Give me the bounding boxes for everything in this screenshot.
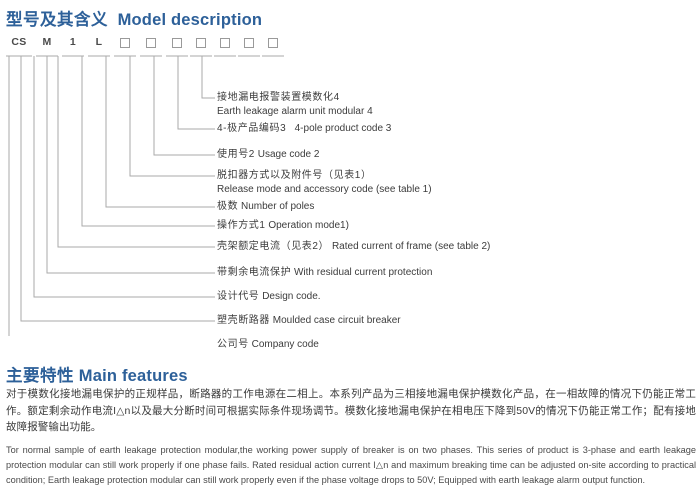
leader-path-2 — [153, 56, 215, 156]
code-label-4-pole-product-code: 4-极产品编码3 4-pole product code 3 — [217, 122, 391, 136]
code-label-operation-mode: 操作方式1 Operation mode1) — [217, 219, 349, 233]
code-box-4 — [196, 38, 206, 48]
model-description-heading-cn: 型号及其含义 — [6, 11, 108, 29]
code-token-l: L — [95, 36, 103, 48]
code-label-9-en: Moulded case circuit breaker — [272, 315, 401, 326]
code-label-usage-code: 使用号2 Usage code 2 — [217, 148, 319, 162]
code-label-10-cn: 公司号 — [217, 339, 249, 350]
code-label-rated-current-of-frame: 壳架额定电流（见表2） Rated current of frame (see … — [217, 240, 490, 254]
main-features-heading: 主要特性 Main features — [6, 362, 188, 386]
code-label-3-en: Release mode and accessory code (see tab… — [217, 183, 432, 195]
code-label-company-code: 公司号 Company code — [217, 338, 319, 352]
code-box-7 — [268, 38, 278, 48]
main-features-heading-en: Main features — [78, 367, 188, 385]
leader-path-8 — [33, 56, 215, 298]
code-box-1 — [120, 38, 130, 48]
code-token-m: M — [42, 36, 52, 48]
code-label-earth-leakage-alarm-unit: 接地漏电报警装置模数化4 Earth leakage alarm unit mo… — [217, 91, 373, 118]
code-box-6 — [244, 38, 254, 48]
code-label-number-of-poles: 极数 Number of poles — [217, 200, 314, 214]
code-label-residual-current-protection: 带剩余电流保护 With residual current protection — [217, 266, 432, 280]
code-label-0-en: Earth leakage alarm unit modular 4 — [217, 105, 373, 117]
code-label-7-en: With residual current protection — [293, 267, 433, 278]
code-label-moulded-case-circuit-breaker: 塑壳断路器 Moulded case circuit breaker — [217, 314, 401, 328]
code-label-1-en: 4-pole product code 3 — [294, 123, 392, 134]
code-label-4-en: Number of poles — [240, 201, 315, 212]
model-code-diagram: CS M 1 L 接地漏电报警装置模数化4 Earth leakage alar… — [0, 36, 700, 350]
leader-path-0 — [201, 56, 215, 99]
code-label-2-cn: 使用号2 — [217, 149, 255, 160]
main-features-paragraph-cn: 对于模数化接地漏电保护的正规样品，断路器的工作电源在二相上。本系列产品为三相接地… — [6, 388, 696, 433]
code-token-cs: CS — [11, 36, 27, 48]
code-box-5 — [220, 38, 230, 48]
code-label-1-cn: 4-极产品编码3 — [217, 123, 287, 134]
leader-path-7 — [46, 56, 215, 274]
code-label-5-cn: 操作方式1 — [217, 220, 266, 231]
main-features-paragraph-en: Tor normal sample of earth leakage prote… — [6, 445, 696, 485]
code-label-8-en: Design code. — [262, 291, 321, 302]
leader-path-4 — [105, 56, 215, 208]
leader-path-6 — [57, 56, 215, 248]
main-features-heading-cn: 主要特性 — [6, 367, 74, 385]
code-label-3-cn: 脱扣器方式以及附件号（见表1） — [217, 170, 372, 181]
leader-lines-group — [6, 55, 284, 336]
code-label-6-cn: 壳架额定电流（见表2） — [217, 241, 330, 252]
leader-path-9 — [20, 56, 215, 322]
model-description-heading-en: Model description — [117, 11, 263, 29]
code-label-0-cn: 接地漏电报警装置模数化4 — [217, 92, 340, 103]
code-label-6-en: Rated current of frame (see table 2) — [331, 241, 491, 252]
code-label-9-cn: 塑壳断路器 — [217, 315, 270, 326]
leader-path-1 — [177, 56, 215, 130]
leader-path-5 — [81, 56, 215, 227]
code-label-5-en: Operation mode1) — [268, 220, 349, 231]
code-box-2 — [146, 38, 156, 48]
leader-path-3 — [129, 56, 215, 177]
code-token-1: 1 — [69, 36, 77, 48]
code-label-7-cn: 带剩余电流保护 — [217, 267, 292, 278]
code-label-4-cn: 极数 — [217, 201, 239, 212]
model-description-heading: 型号及其含义 Model description — [6, 6, 262, 30]
code-box-3 — [172, 38, 182, 48]
code-label-2-en: Usage code 2 — [257, 149, 320, 160]
code-label-8-cn: 设计代号 — [217, 291, 260, 302]
code-label-design-code: 设计代号 Design code. — [217, 290, 321, 304]
code-label-10-en: Company code — [251, 339, 319, 350]
code-label-release-mode-accessory: 脱扣器方式以及附件号（见表1） Release mode and accesso… — [217, 169, 432, 196]
leader-path-10 — [8, 56, 10, 336]
